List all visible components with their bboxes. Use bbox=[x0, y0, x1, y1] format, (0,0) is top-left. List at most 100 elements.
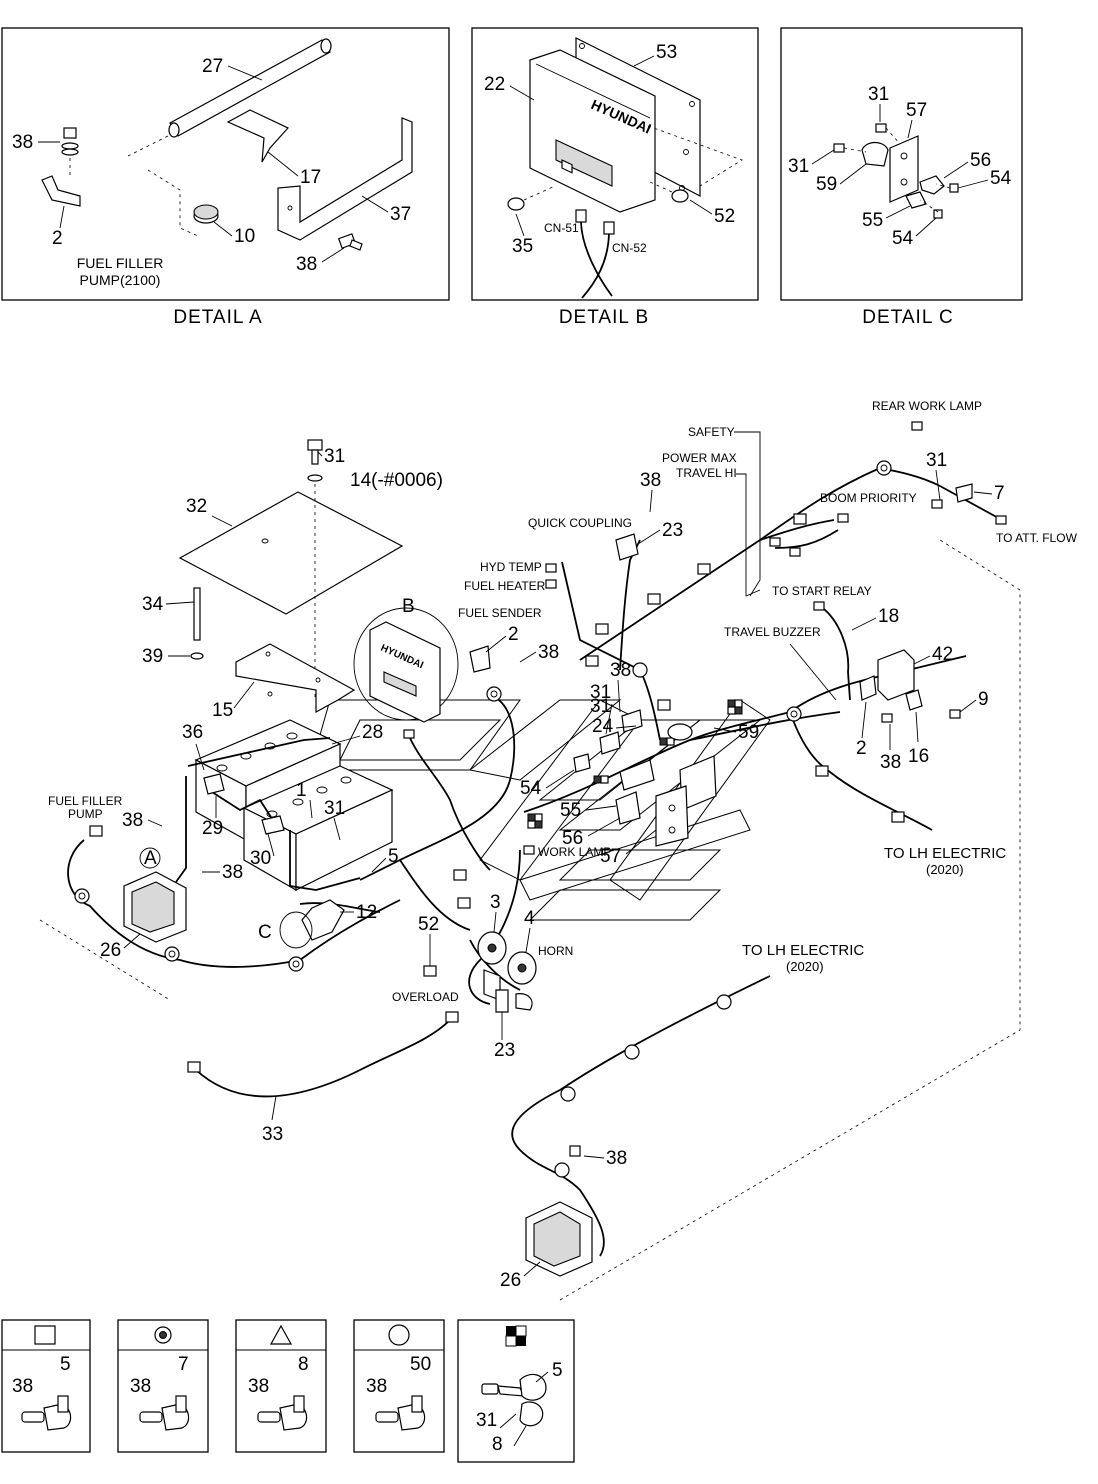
callout-31a: 31 bbox=[868, 84, 889, 105]
component-24 bbox=[667, 723, 693, 741]
detail-b-panel: HYUNDAI CN-51 CN-52 22 53 35 52 DETAIL B bbox=[471, 27, 759, 328]
callout-35: 35 bbox=[512, 236, 533, 257]
callout-letter-b: B bbox=[402, 596, 415, 617]
clamp-16 bbox=[905, 689, 923, 711]
legend-part: 5 bbox=[60, 1354, 71, 1375]
bracket-37 bbox=[277, 117, 413, 241]
part-number: 28 bbox=[362, 722, 383, 743]
callout-55: 55 bbox=[862, 210, 883, 231]
work-lamp-26b bbox=[525, 1201, 593, 1277]
bracket-15 bbox=[235, 643, 356, 714]
clip-2-a bbox=[41, 175, 81, 207]
part-number: 55 bbox=[560, 800, 581, 821]
bolt-31a bbox=[875, 123, 887, 133]
part-number: 56 bbox=[562, 828, 583, 849]
label-serial-note: 14(-#0006) bbox=[350, 470, 443, 491]
cap-10 bbox=[147, 169, 219, 237]
part-number: 5 bbox=[388, 846, 399, 867]
label-boom-priority: BOOM PRIORITY bbox=[820, 491, 917, 505]
bolt-38-b bbox=[337, 233, 363, 251]
label-work-lamp: WORK LAMP bbox=[538, 845, 611, 859]
rod-34 bbox=[193, 587, 201, 641]
controller-main: HYUNDAI bbox=[353, 607, 459, 723]
fuel-filler-note-1: FUEL FILLER bbox=[77, 255, 164, 271]
horns bbox=[477, 931, 537, 1013]
cn52-label: CN-52 bbox=[612, 241, 647, 255]
part-number: 7 bbox=[994, 483, 1005, 504]
plate-32 bbox=[178, 491, 404, 615]
callout-54a: 54 bbox=[990, 168, 1012, 189]
label-power-max: POWER MAX bbox=[662, 451, 737, 465]
part-number: 59 bbox=[738, 722, 759, 743]
controller-22: HYUNDAI bbox=[529, 49, 656, 213]
part-number: 34 bbox=[142, 594, 164, 615]
part-number: 38 bbox=[606, 1148, 627, 1169]
part-number: 38 bbox=[640, 470, 661, 491]
circle-icon bbox=[388, 1324, 410, 1346]
bolt-9 bbox=[949, 709, 961, 719]
legend-circle-dot: 38 7 bbox=[117, 1319, 209, 1453]
callout-59: 59 bbox=[816, 174, 837, 195]
legend-part: 38 bbox=[12, 1376, 33, 1397]
label-to-lh-electric-1b: (2020) bbox=[926, 862, 964, 877]
callout-letter-c: C bbox=[258, 922, 272, 943]
part-number: 31 bbox=[324, 798, 345, 819]
part-number: 4 bbox=[524, 908, 535, 929]
label-to-lh-electric-1: TO LH ELECTRIC bbox=[884, 845, 1006, 862]
part-number: 2 bbox=[856, 738, 867, 759]
legend-part: 8 bbox=[492, 1434, 503, 1455]
cable-30 bbox=[289, 830, 361, 891]
label-rear-work-lamp: REAR WORK LAMP bbox=[872, 399, 982, 413]
part-callouts: 31 32 34 39 15 36 28 29 30 1 31 5 12 bbox=[100, 446, 1005, 1291]
legend-part: 5 bbox=[552, 1360, 563, 1381]
part-number: 57 bbox=[600, 846, 621, 867]
callout-53: 53 bbox=[656, 42, 677, 63]
label-fuel-sender: FUEL SENDER bbox=[458, 606, 542, 620]
bolt-31-top bbox=[307, 439, 323, 482]
bolt-52 bbox=[649, 181, 689, 203]
part-number: 23 bbox=[494, 1040, 515, 1061]
bracket-23a bbox=[615, 533, 639, 561]
harness-markers bbox=[74, 460, 905, 1178]
bracket-2r bbox=[859, 675, 877, 701]
part-number: 31 bbox=[324, 446, 345, 467]
callout-52: 52 bbox=[714, 206, 735, 227]
relay-42 bbox=[877, 649, 915, 701]
label-hyd-temp: HYD TEMP bbox=[480, 560, 542, 574]
clamp-7 bbox=[955, 483, 973, 503]
clamp-59 bbox=[861, 141, 889, 167]
washer-39 bbox=[190, 652, 204, 660]
fuel-filler-note-2: PUMP(2100) bbox=[80, 272, 161, 288]
part-number: 31 bbox=[926, 450, 947, 471]
main-assembly: HYUNDAI bbox=[39, 399, 1078, 1301]
callout-17: 17 bbox=[300, 167, 321, 188]
part-number: 38 bbox=[538, 642, 559, 663]
label-horn: HORN bbox=[538, 944, 573, 958]
legend-checker: 5 31 8 bbox=[457, 1319, 575, 1463]
callout-56: 56 bbox=[970, 150, 991, 171]
callout-27: 27 bbox=[202, 56, 223, 77]
label-to-start-relay: TO START RELAY bbox=[772, 584, 872, 598]
label-fuel-heater: FUEL HEATER bbox=[464, 579, 546, 593]
cable-36 bbox=[175, 776, 187, 883]
rod-27 bbox=[127, 38, 332, 157]
work-lamp-26a bbox=[123, 871, 187, 943]
bracket-2m bbox=[469, 645, 491, 673]
connector-cn52 bbox=[603, 221, 615, 235]
legend-triangle: 38 8 bbox=[235, 1319, 327, 1453]
label-to-lh-electric-2b: (2020) bbox=[786, 959, 824, 974]
callout-37: 37 bbox=[390, 204, 411, 225]
bolt-54b bbox=[933, 209, 943, 219]
label-safety: SAFETY bbox=[688, 425, 735, 439]
label-fuel-filler-2: PUMP bbox=[68, 807, 103, 821]
part-number: 38 bbox=[222, 862, 243, 883]
callout-31b: 31 bbox=[788, 156, 809, 177]
detail-a-title: DETAIL A bbox=[173, 307, 262, 328]
part-number: 54 bbox=[520, 778, 542, 799]
legend-part: 50 bbox=[410, 1354, 431, 1375]
part-number: 26 bbox=[500, 1270, 521, 1291]
callout-38b: 38 bbox=[296, 254, 317, 275]
label-travel-hi: TRAVEL HI bbox=[676, 466, 737, 480]
callout-57: 57 bbox=[906, 100, 927, 121]
